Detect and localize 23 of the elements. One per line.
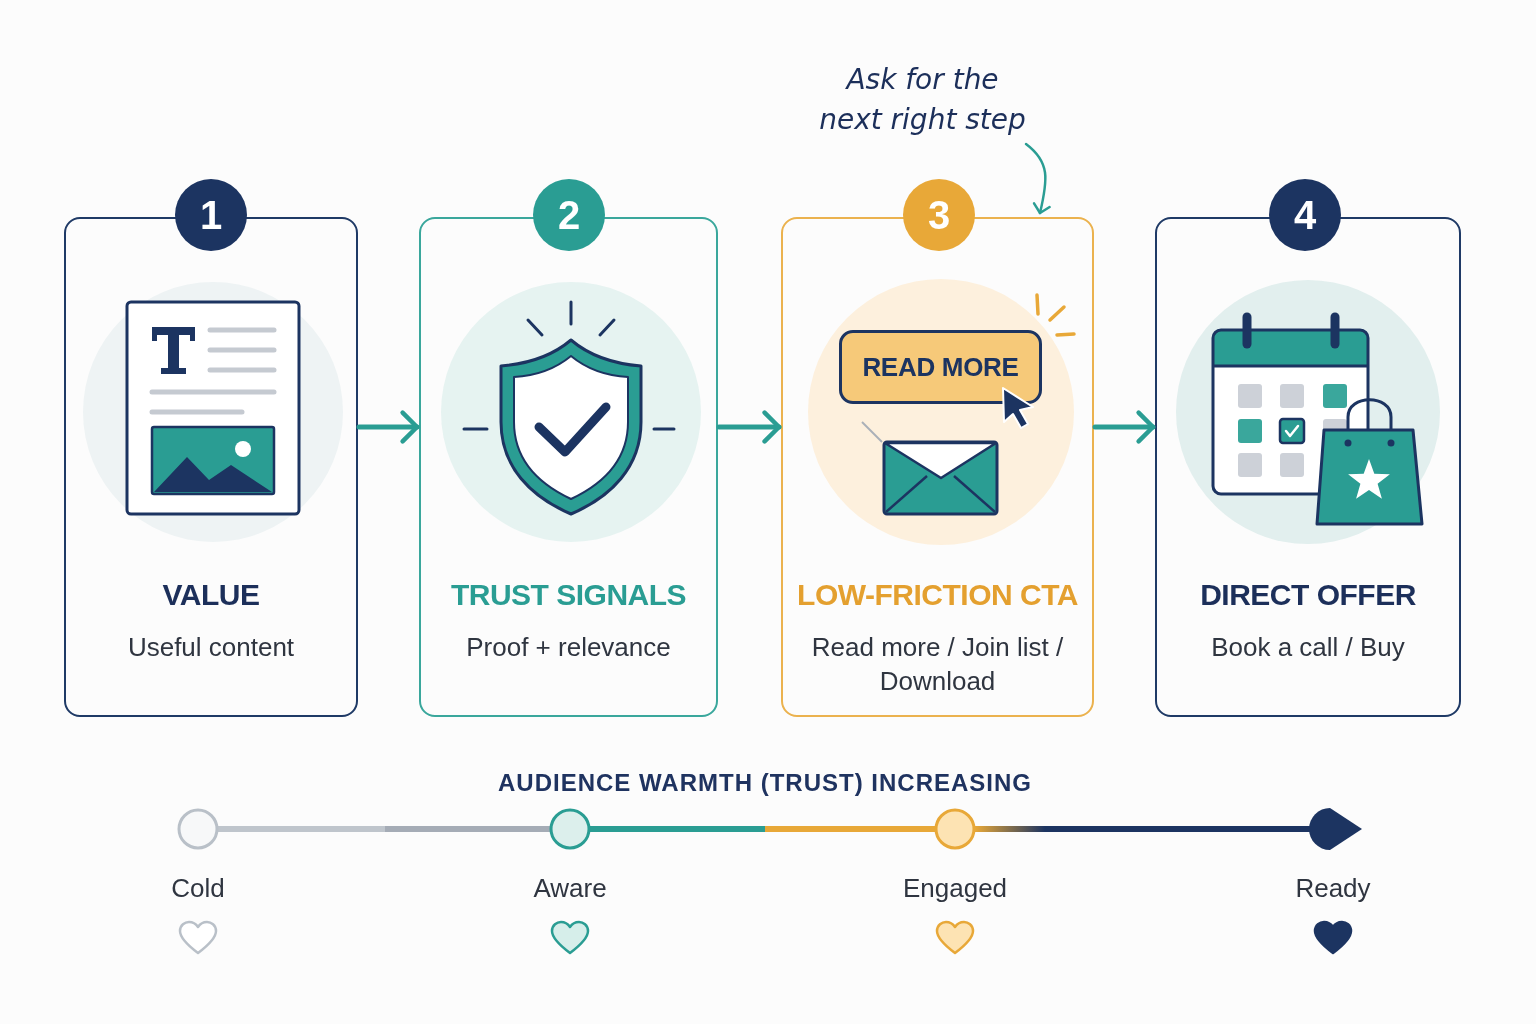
step-description: Read more / Join list / Download	[810, 631, 1065, 698]
curved-arrow	[1024, 142, 1051, 215]
stage-label: Aware	[533, 872, 607, 904]
step-number-badge: 1	[175, 179, 247, 251]
step-number-badge: 2	[533, 179, 605, 251]
stage-label: Engaged	[902, 872, 1008, 904]
arrow	[1092, 410, 1156, 444]
step-description: Book a call / Buy	[1211, 631, 1405, 664]
step-title: VALUE	[162, 577, 260, 613]
step-description: Useful content	[127, 631, 295, 664]
arrow	[716, 410, 782, 444]
step-number-badge: 3	[903, 179, 975, 251]
step-title: DIRECT OFFER	[1200, 577, 1416, 613]
stage-label: Ready	[1295, 872, 1371, 904]
step-description: Proof + relevance	[466, 631, 671, 664]
step-title: LOW-FRICTION CTA	[797, 577, 1078, 613]
annotation-note: Ask for the next right step	[815, 60, 1030, 140]
cta-button: READ MORE	[839, 330, 1042, 404]
step-title: TRUST SIGNALS	[450, 577, 687, 613]
arrow	[356, 410, 420, 444]
scale-title: AUDIENCE WARMTH (TRUST) INCREASING	[498, 768, 1032, 798]
stage-label: Cold	[171, 872, 225, 904]
step-number-badge: 4	[1269, 179, 1341, 251]
